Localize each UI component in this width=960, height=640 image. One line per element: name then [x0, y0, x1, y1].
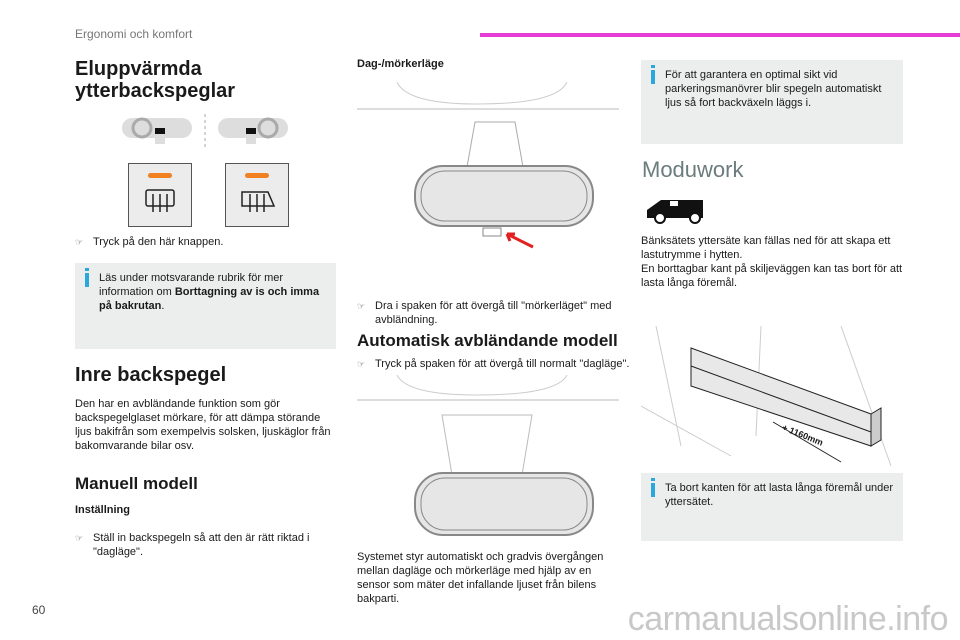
adjustment-label: Inställning [75, 504, 130, 516]
inner-mirror-title: Inre backspegel [75, 364, 227, 386]
inner-mirror-text: Den har en avbländande funktion som gör … [75, 398, 331, 452]
manual-model-title: Manuell modell [75, 474, 198, 493]
info-text: För att garantera en optimal sikt vid pa… [665, 69, 882, 109]
press-button-instruction: ☞ Tryck på den här knappen. [75, 235, 353, 249]
manual-mirror-illustration [357, 82, 619, 249]
pointer-icon: ☞ [357, 301, 366, 311]
header-accent-bar [480, 33, 960, 37]
pull-lever-instruction: ☞ Dra i spaken för att övergå till "mörke… [357, 299, 637, 327]
moduwork-title: Moduwork [642, 157, 744, 182]
info-text: Läs under motsvarande rubrik för mer inf… [99, 272, 284, 298]
info-text: Ta bort kanten för att lasta långa förem… [665, 482, 894, 508]
info-icon [651, 478, 655, 497]
auto-mirror-illustration [357, 375, 619, 536]
auto-model-text: Systemet styr automatiskt och gradvis öv… [357, 551, 604, 605]
pointer-icon: ☞ [357, 359, 366, 369]
heated-mirrors-title: Eluppvärmda ytterbackspeglar [75, 58, 236, 102]
section-header: Ergonomi och komfort [75, 27, 193, 41]
moduwork-text-2: En borttagbar kant på skiljeväggen kan t… [641, 263, 903, 289]
info-reference: Borttagning av is och imma på bakrutan [99, 286, 320, 312]
info-text-end: . [161, 300, 165, 312]
info-box-remove-edge: Ta bort kanten för att lasta långa förem… [641, 473, 903, 541]
instruction-text: Ställ in backspegeln så att den är rätt … [93, 532, 310, 558]
moduwork-text-1: Bänksätets yttersäte kan fällas ned för … [641, 235, 891, 261]
pointer-icon: ☞ [75, 237, 84, 247]
instruction-text: Tryck på spaken för att övergå till norm… [375, 358, 630, 370]
auto-model-title: Automatisk avbländande modell [357, 331, 618, 350]
info-box-defrost: Läs under motsvarande rubrik för mer inf… [75, 263, 336, 349]
page-number: 60 [32, 603, 46, 617]
push-lever-instruction: ☞ Tryck på spaken för att övergå till nor… [357, 357, 637, 371]
cargo-illustration: + 1160mm [641, 326, 903, 466]
instruction-text: Tryck på den här knappen. [93, 236, 224, 248]
info-box-reverse: För att garantera en optimal sikt vid pa… [641, 60, 903, 144]
mirror-position-illustration [122, 114, 288, 150]
day-night-label: Dag-/mörkerläge [357, 58, 444, 70]
adjustment-instruction: ☞ Ställ in backspegeln så att den är rätt… [75, 531, 353, 559]
rear-defrost-button [128, 163, 192, 227]
watermark: carmanualsonline.info [627, 600, 949, 638]
instruction-text: Dra i spaken för att övergå till "mörker… [375, 300, 612, 326]
van-icon [647, 200, 703, 224]
pointer-icon: ☞ [75, 533, 84, 543]
mirror-defrost-button [225, 163, 289, 227]
info-icon [651, 65, 655, 84]
info-icon [85, 268, 89, 287]
